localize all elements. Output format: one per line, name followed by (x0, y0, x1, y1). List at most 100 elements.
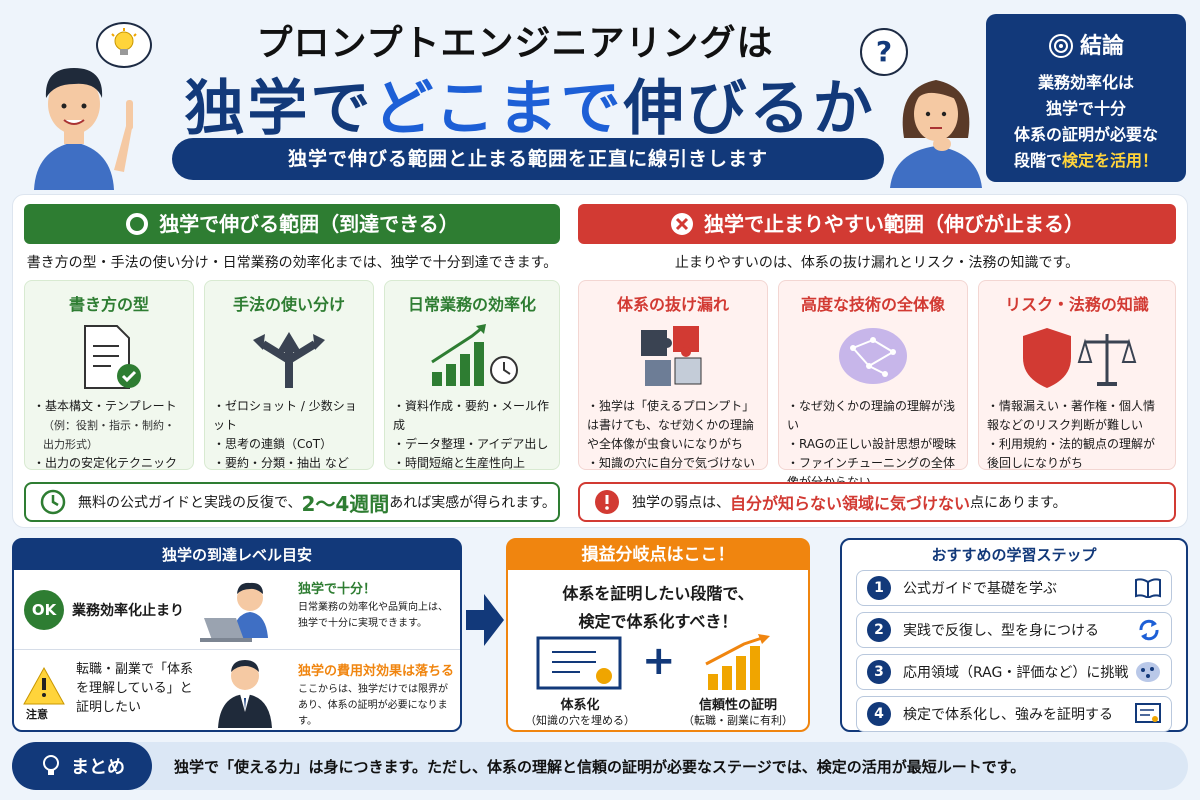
growth-chart-icon (705, 634, 770, 690)
right-arrow-icon (466, 594, 504, 646)
lightbulb-icon (111, 28, 137, 55)
conclusion-box: 結論 業務効率化は 独学で十分 体系の証明が必要な 段階で検定を活用！ (986, 14, 1186, 182)
bullet-sub: （例：役割・指示・制約・出力形式） (43, 419, 175, 451)
bullet: ・ゼロショット / 少数ショット (213, 399, 357, 432)
card-writing-patterns: 書き方の型 ・基本構文・テンプレート （例：役割・指示・制約・出力形式） ・出力… (24, 280, 194, 470)
bullet: ・利用規約・法的観点の理解が後回しになりがち (987, 437, 1156, 470)
breakeven-left-label: 体系化 (560, 698, 600, 713)
left-section-heading: 独学で伸びる範囲（到達できる） (24, 204, 560, 244)
question-bubble: ? (860, 28, 908, 76)
plus-icon: + (642, 638, 676, 684)
bullet: ・知識の穴に自分で気づけない (587, 456, 756, 470)
card-title: 体系の抜け漏れ (616, 295, 729, 314)
alert-icon (595, 490, 619, 514)
card-title: 手法の使い分け (232, 295, 345, 314)
card-title: 日常業務の効率化 (407, 295, 536, 314)
left-tip: 無料の公式ガイドと実践の反復で、2〜4週間あれば実感が得られます。 (24, 482, 560, 522)
target-icon (1048, 34, 1073, 58)
bullet: ・データ整理・アイデア出し (393, 437, 549, 451)
header: プロンプトエンジニアリングは 独学でどこまで伸びるか 独学で伸びる範囲と止まる範… (0, 0, 1200, 190)
certificate-icon (536, 636, 622, 690)
title-line1: プロンプトエンジニアリングは (256, 23, 774, 64)
breakeven-heading: 損益分岐点はここ！ (508, 540, 808, 570)
breakeven-box: 損益分岐点はここ！ 体系を証明したい段階で、 検定で体系化すべき！ + 体系化 … (506, 538, 810, 732)
card-technique-selection: 手法の使い分け ・ゼロショット / 少数ショット ・思考の連鎖（CoT） ・要約… (204, 280, 374, 470)
level-row-title: 独学で十分！ (298, 582, 377, 597)
summary-label: まとめ (12, 742, 152, 790)
branching-arrows-icon (213, 317, 365, 397)
conclusion-line-4: 段階で検定を活用！ (1013, 151, 1159, 170)
conclusion-heading: 結論 (986, 28, 1186, 60)
breakeven-main-1: 体系を証明したい段階で、 (562, 584, 754, 603)
summary-bar: まとめ 独学で「使える力」は身につきます。ただし、体系の理解と信頼の証明が必要な… (12, 742, 1188, 790)
subtitle-bar: 独学で伸びる範囲と止まる範囲を正直に線引きします (172, 138, 884, 180)
bullet: ・なぜ効くかの理論の理解が浅い (787, 399, 956, 432)
breakeven-right-sub: （転職・副業に有利） (683, 714, 793, 727)
card-title: 高度な技術の全体像 (800, 295, 945, 314)
level-row-desc: 日常業務の効率化や品質向上は、独学で十分に実現できます。 (298, 602, 448, 629)
cross-icon (671, 213, 693, 235)
document-check-icon (33, 317, 185, 397)
level-row-ok: OK 業務効率化止まり 独学で十分！ 日常業務の効率化や品質向上は、独学で十分に… (14, 570, 460, 650)
shield-scale-icon (987, 317, 1167, 397)
woman-thinking-illustration (890, 80, 982, 188)
brain-network-icon (787, 317, 959, 397)
lightbulb-bubble (96, 22, 152, 68)
level-row-desc: ここからは、独学だけでは限界があり、体系の証明が必要になります。 (298, 684, 448, 727)
right-section-heading: 独学で止まりやすい範囲（伸びが止まる） (578, 204, 1176, 244)
puzzle-icon (587, 317, 759, 397)
businessman-illustration (218, 660, 272, 728)
conclusion-line-1: 業務効率化は (1037, 73, 1134, 92)
growth-chart-clock-icon (393, 317, 551, 397)
level-row-title: 独学の費用対効果は落ちる (298, 664, 455, 679)
level-box-heading: 独学の到達レベル目安 (14, 540, 460, 570)
level-box: 独学の到達レベル目安 OK 業務効率化止まり 独学で十分！ 日常業務の効率化や品… (12, 538, 462, 732)
warning-icon (23, 666, 65, 705)
warning-badge: 注意 (26, 708, 48, 721)
steps-heading: おすすめの学習ステップ (931, 546, 1097, 564)
level-row-label: 転職・副業で「体系を理解している」と証明したい (76, 662, 194, 715)
certificate-icon (1135, 703, 1161, 723)
card-title: 書き方の型 (68, 295, 149, 314)
bullet: ・出力の安定化テクニック (33, 456, 178, 470)
man-pointing-illustration (34, 68, 133, 190)
breakeven-main-2: 検定で体系化すべき！ (578, 612, 738, 631)
conclusion-line-3: 体系の証明が必要な (1013, 125, 1158, 144)
right-tip: 独学の弱点は、自分が知らない領域に気づけない点にあります。 (578, 482, 1176, 522)
card-advanced-tech: 高度な技術の全体像 ・なぜ効くかの理論の理解が浅い ・RAGの正しい設計思想が曖… (778, 280, 968, 489)
clock-icon (40, 489, 66, 515)
book-icon (1135, 578, 1161, 598)
card-system-gaps: 体系の抜け漏れ ・独学は「使えるプロンプト」は書けても、なぜ効くかの理論や全体像… (578, 280, 768, 470)
summary-text: 独学で「使える力」は身につきます。ただし、体系の理解と信頼の証明が必要なステージ… (174, 757, 1026, 776)
card-title: リスク・法務の知識 (1005, 295, 1149, 314)
bullet: ・要約・分類・抽出 など (213, 456, 349, 470)
bullet: ・思考の連鎖（CoT） (213, 437, 333, 451)
left-section-intro: 書き方の型・手法の使い分け・日常業務の効率化までは、独学で十分到達できます。 (26, 255, 558, 271)
conclusion-line-2: 独学で十分 (1045, 99, 1126, 118)
card-daily-efficiency: 日常業務の効率化 ・資料作成・要約・メール作成 ・データ整理・アイデア出し ・時… (384, 280, 560, 470)
bullet: ・時間短縮と生産性向上 (393, 456, 526, 470)
bullet: ・情報漏えい・著作権・個人情報などのリスク判断が難しい (987, 399, 1156, 432)
cycle-icon (1139, 619, 1159, 641)
level-row-warning: 注意 転職・副業で「体系を理解している」と証明したい 独学の費用対効果は落ちる … (14, 650, 460, 730)
ok-badge: OK (24, 590, 64, 630)
card-risk-legal: リスク・法務の知識 ・情報漏えい・著作権・個人情報などのリスク判断が難しい ・利… (978, 280, 1176, 470)
lightbulb-icon (43, 755, 59, 775)
circle-ok-icon (126, 213, 149, 235)
breakeven-left-sub: （知識の穴を埋める） (525, 714, 635, 727)
bullet: ・独学は「使えるプロンプト」は書けても、なぜ効くかの理論や全体像が虫食いになりが… (587, 399, 755, 451)
brain-icon (1136, 662, 1160, 682)
right-section-intro: 止まりやすいのは、体系の抜け漏れとリスク・法務の知識です。 (674, 255, 1080, 271)
laptop-worker-illustration (200, 582, 268, 642)
bullet: ・RAGの正しい設計思想が曖昧 (787, 437, 957, 451)
bullet: ・基本構文・テンプレート (33, 399, 177, 413)
level-row-label: 業務効率化止まり (72, 603, 184, 619)
breakeven-right-label: 信頼性の証明 (698, 698, 777, 713)
title-line2: 独学でどこまで伸びるか (184, 74, 876, 144)
bullet: ・資料作成・要約・メール作成 (393, 399, 550, 432)
